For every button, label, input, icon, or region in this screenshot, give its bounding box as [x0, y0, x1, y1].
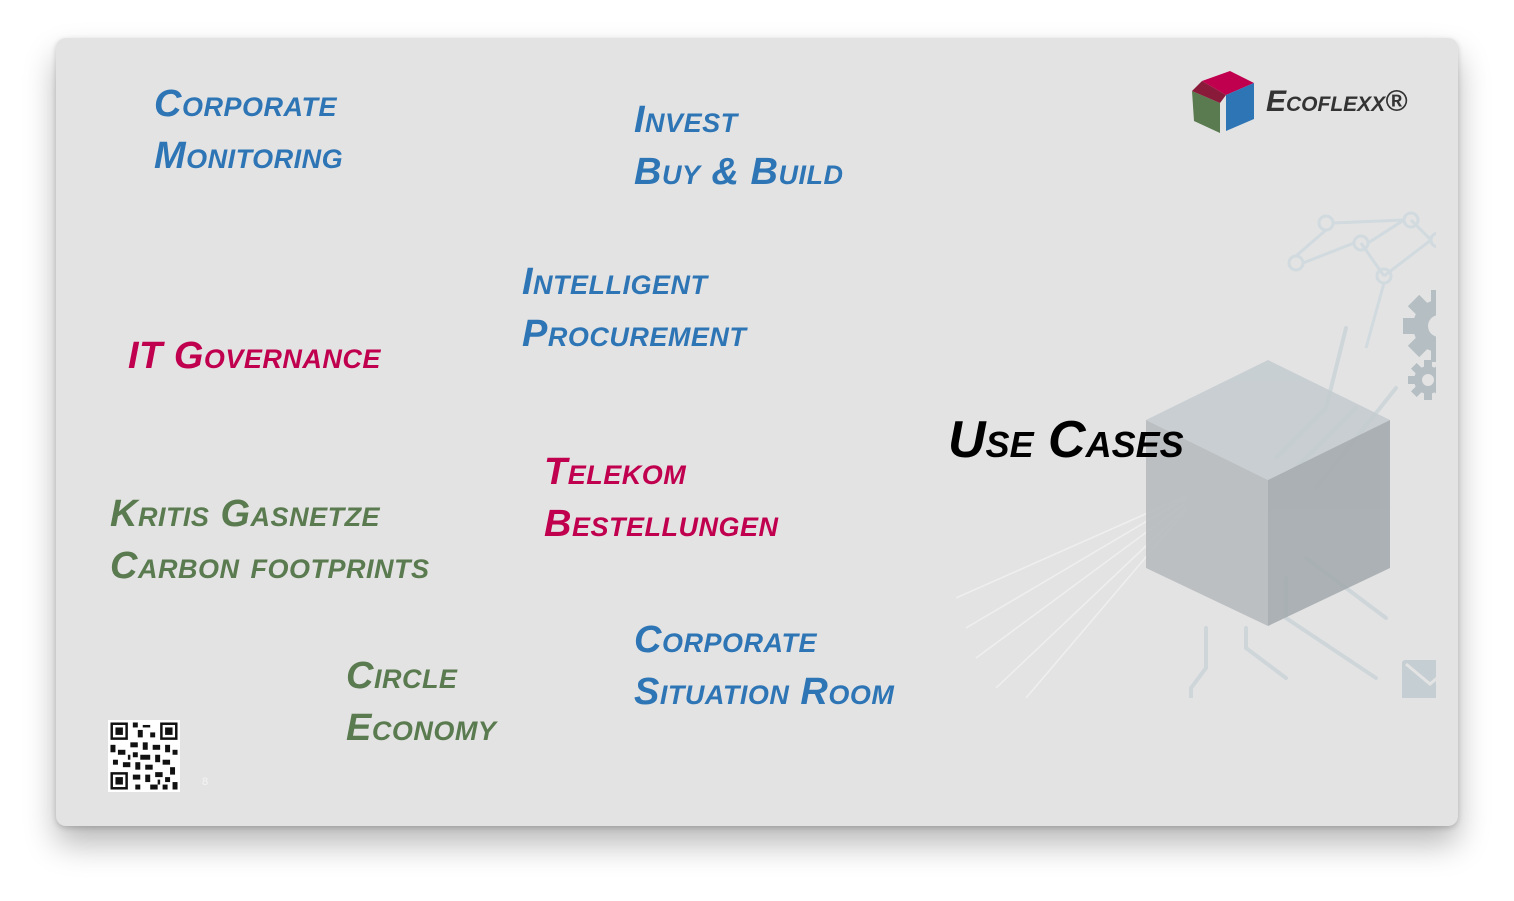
topic-corporate-monitoring: Corporate Monitoring: [154, 78, 343, 182]
topic-telekom-bestellungen: Telekom Bestellungen: [544, 446, 778, 550]
topic-line: Circle: [346, 655, 458, 697]
use-cases-illustration: [956, 211, 1436, 698]
topic-it-governance: IT Governance: [128, 330, 381, 382]
slide: Ecoflexx® Corporate Monitoring Invest Bu…: [56, 38, 1458, 826]
cube-logo-icon: [1192, 71, 1254, 133]
ecoflexx-logo: Ecoflexx®: [1190, 66, 1430, 138]
qr-code-icon: [108, 720, 180, 792]
topic-line: Procurement: [522, 313, 747, 355]
topic-invest-buy-build: Invest Buy & Build: [634, 94, 843, 198]
topic-line: Intelligent: [522, 261, 708, 303]
topic-line: Economy: [346, 707, 497, 749]
topic-line: Invest: [634, 99, 738, 141]
email-icon: [1402, 660, 1436, 698]
logo-text: Ecoflexx®: [1266, 85, 1408, 118]
page-number: 8: [202, 776, 209, 788]
small-gear-icon: [1408, 360, 1436, 400]
topic-line: Corporate: [154, 83, 337, 125]
topic-corporate-situation-room: Corporate Situation Room: [634, 614, 894, 718]
topic-line: Monitoring: [154, 135, 344, 177]
topic-kritis-carbon: Kritis Gasnetze Carbon footprints: [110, 488, 430, 592]
topic-line: Carbon footprints: [110, 545, 430, 587]
topic-line: IT Governance: [128, 335, 381, 377]
topic-circle-economy: Circle Economy: [346, 650, 496, 754]
topic-line: Buy & Build: [634, 151, 844, 193]
topic-intelligent-procurement: Intelligent Procurement: [522, 256, 746, 360]
cube-icon: [1146, 360, 1390, 626]
network-icon: [1287, 211, 1436, 349]
topic-line: Kritis Gasnetze: [110, 493, 381, 535]
topic-line: Situation Room: [634, 671, 895, 713]
topic-line: Corporate: [634, 619, 817, 661]
topic-line: Telekom: [544, 451, 687, 493]
gear-icon: [1403, 290, 1436, 362]
topic-line: Bestellungen: [544, 503, 779, 545]
center-label-use-cases: Use Cases: [948, 411, 1184, 469]
